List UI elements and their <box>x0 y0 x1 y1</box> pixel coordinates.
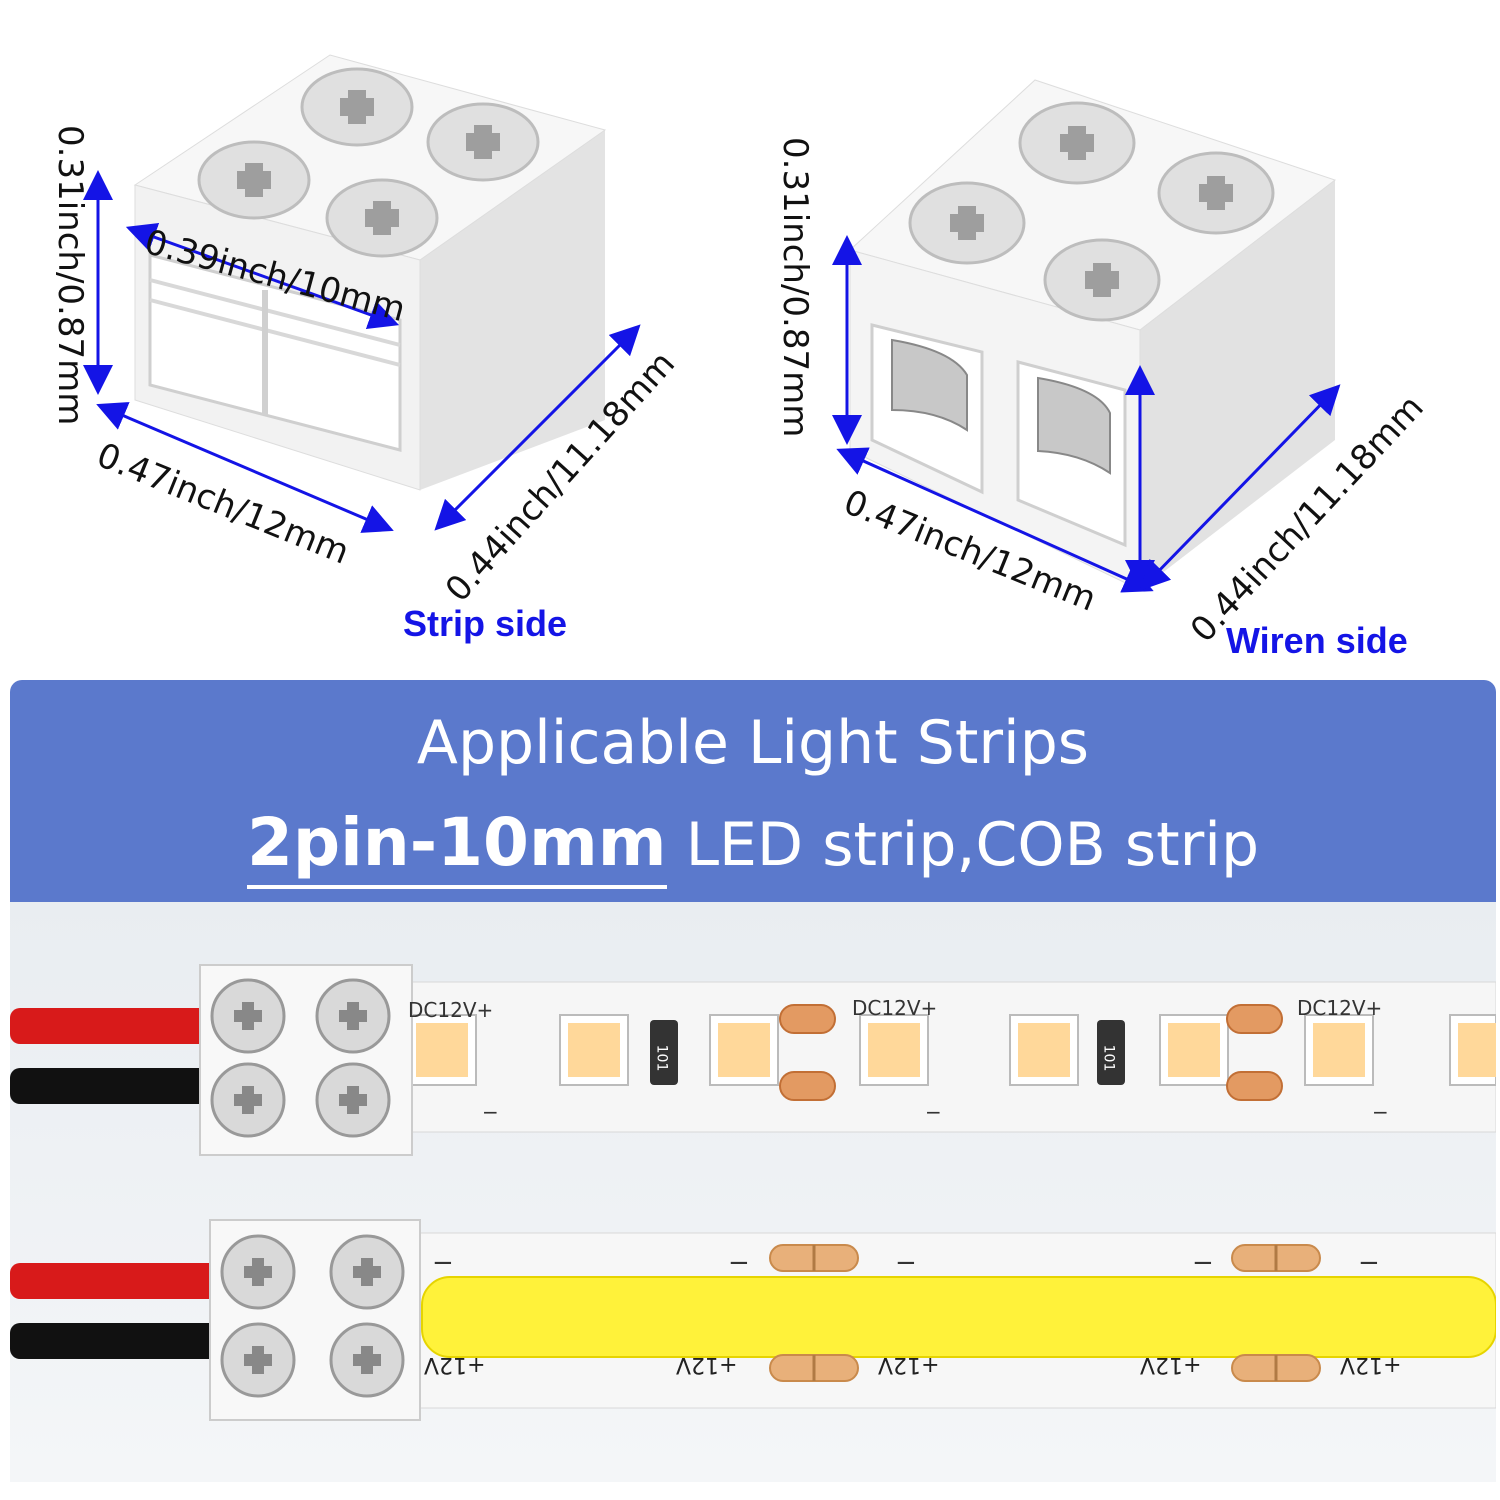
led-minus-1: − <box>482 1100 499 1124</box>
strip-height-label: 0.31inch/0.87mm <box>50 125 90 426</box>
cob-strip <box>10 1219 1496 1421</box>
resistor-code-2: 101 <box>1100 1044 1117 1072</box>
cob-minus-1: − <box>432 1248 454 1278</box>
cob-minus-4: − <box>1192 1248 1214 1278</box>
led-voltage-label-1: DC12V+ <box>408 998 494 1022</box>
cob-plus-label-5: +12V <box>1340 1352 1402 1377</box>
led-minus-2: − <box>925 1100 942 1124</box>
strip-side-connector <box>83 54 641 533</box>
cob-plus-label-2: +12V <box>676 1352 738 1377</box>
banner-spec-line: 2pin-10mm LED strip,COB strip <box>10 804 1496 889</box>
cob-minus-2: − <box>728 1248 750 1278</box>
led-minus-3: − <box>1372 1100 1389 1124</box>
cob-plus-label-4: +12V <box>1140 1352 1202 1377</box>
wire-height-label: 0.31inch/0.87mm <box>775 137 815 438</box>
applicable-strips-banner: Applicable Light Strips 2pin-10mm LED st… <box>10 680 1496 902</box>
wire-side-connector <box>832 79 1341 593</box>
banner-title: Applicable Light Strips <box>416 708 1090 778</box>
cob-plus-label-3: +12V <box>878 1352 940 1377</box>
cob-minus-5: − <box>1358 1248 1380 1278</box>
led-voltage-label-3: DC12V+ <box>1297 996 1383 1020</box>
led-strip <box>10 964 1496 1156</box>
cob-minus-3: − <box>895 1248 917 1278</box>
resistor-code-1: 101 <box>653 1044 670 1072</box>
strip-side-caption: Strip side <box>403 603 568 644</box>
banner-types: LED strip,COB strip <box>666 810 1260 880</box>
led-voltage-label-2: DC12V+ <box>852 996 938 1020</box>
banner-spec: 2pin-10mm <box>246 804 667 889</box>
wire-side-caption: Wiren side <box>1226 620 1408 661</box>
cob-plus-label-1: +12V <box>424 1352 486 1377</box>
